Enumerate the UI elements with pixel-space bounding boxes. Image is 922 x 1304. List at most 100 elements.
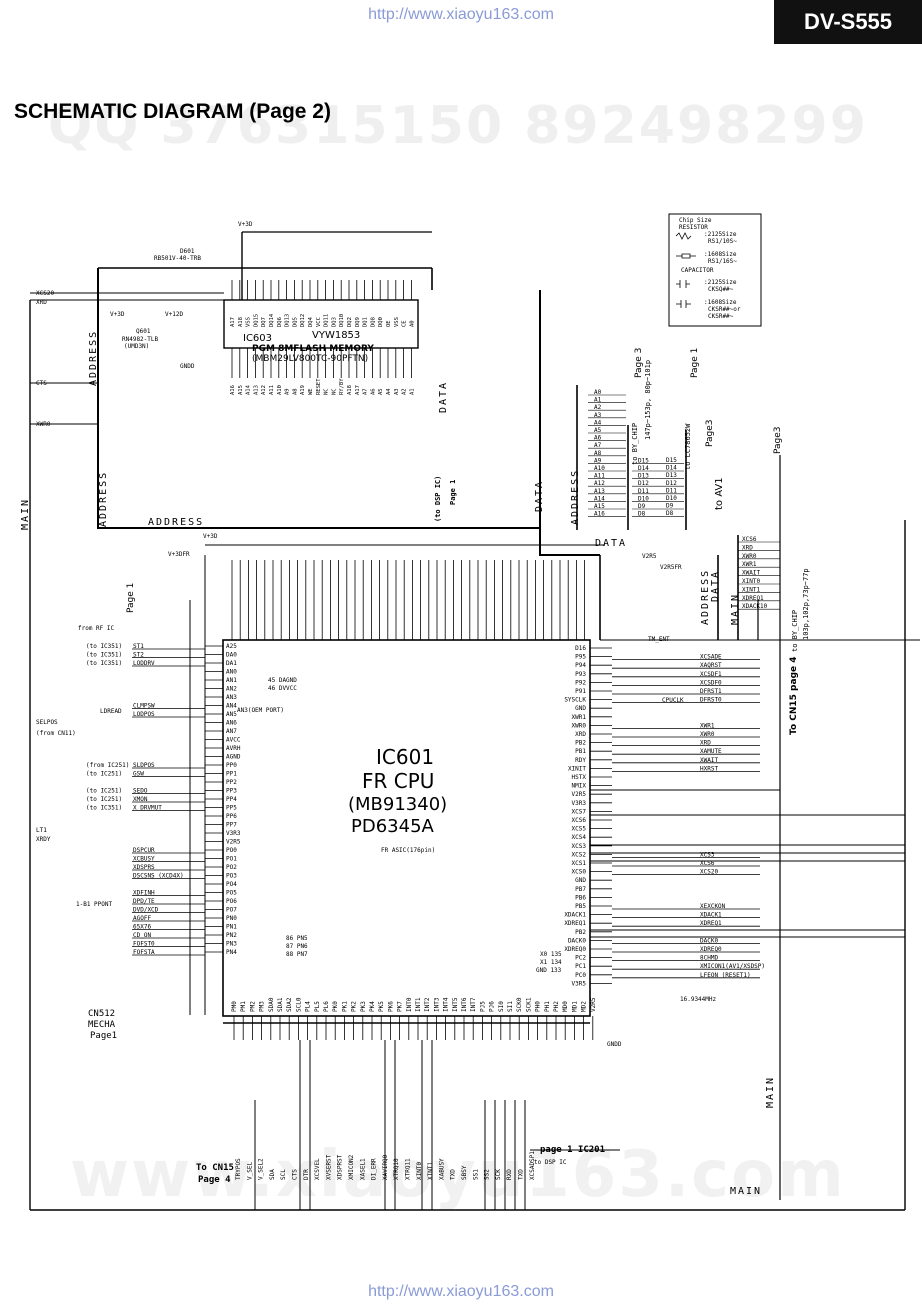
ic603-bottom-pin-name: A7: [363, 388, 369, 395]
ic603-top-pin-name: DQ11: [324, 314, 330, 327]
address-map-entry: A7: [594, 442, 602, 449]
ic601-bottom-pin-name: MD2: [581, 1001, 588, 1012]
ic603-bottom-pin-name: A6: [370, 388, 376, 395]
ic601-right-signal: XWAIT: [700, 757, 718, 764]
ic601-part: PD6345A: [351, 816, 435, 837]
ic601-bottom-pin-name: PL6: [323, 1001, 330, 1012]
bottom-signal-label: SCK: [495, 1169, 502, 1180]
ic601-right-signal: LFEON (RESET1): [700, 972, 751, 979]
data-map-entry: D13: [638, 473, 649, 480]
legend-c2c: CKSR##~: [708, 313, 734, 320]
ic601-bottom-pin-name: SDA2: [286, 997, 293, 1012]
ic603-top-pin-name: DQ2: [347, 317, 353, 327]
ic601-left-pin-name: AN7: [226, 728, 237, 735]
ic601-left-source: (to IC251): [86, 788, 122, 795]
ic601-left-source: (to IC351): [86, 643, 122, 650]
ic603-body: [223, 299, 419, 349]
ic601-left-signal: XMON: [133, 796, 148, 803]
ic601-right-signal: XRD: [700, 740, 711, 747]
ic601-right-signal: XMICON1(AV1/XSDSP): [700, 963, 765, 970]
ic601-right-signal: XEXCKON: [700, 903, 726, 910]
ic603-top-pin-name: VCC: [316, 317, 322, 327]
ic601-left-signal: XCBUSY: [133, 856, 155, 863]
right-bus-label: XWR0: [742, 553, 757, 560]
label-q601-part: RN4982-TLB: [122, 336, 159, 343]
ic601-left-pin-name: A25: [226, 643, 237, 650]
ic601-left-source: (to IC251): [86, 771, 122, 778]
ic601-bottom-pin-name: PK0: [332, 1001, 339, 1012]
label-ppont: 1-B1 PPONT: [76, 901, 113, 908]
ic601-right-signal: XDREQ0: [700, 946, 722, 953]
bottom-signal-label: XTRQ11: [405, 1158, 412, 1180]
ic601-bottom-pin-name: INT1: [415, 997, 422, 1012]
ic601-left-pin-name: AN1: [226, 677, 237, 684]
ic601-desc: FR ASIC(176pin): [381, 847, 435, 854]
label-page1-ic201: page 1 IC201: [540, 1145, 605, 1155]
ic601-model: (MB91340): [348, 794, 447, 815]
source-url-bottom: http://www.xiaoyu163.com: [368, 1283, 554, 1300]
label-address-left-2: ADDRESS: [98, 471, 109, 527]
label-data-mid: DATA: [534, 480, 545, 512]
ic601-pn7: 88 PN7: [286, 951, 308, 958]
ic601-right-pin-name: XDREQ0: [564, 946, 586, 953]
ic601-bottom-pin-name: SCK0: [516, 997, 523, 1012]
label-v3d-2: V+3D: [110, 311, 125, 318]
legend-r1b: RS1/10S~: [708, 238, 737, 245]
ic603-bottom-pin-name: A8: [292, 388, 298, 395]
ic601-right-pin-name: PC1: [575, 963, 586, 970]
ic601-right-pin-name: DACK0: [568, 937, 586, 944]
address-map-entry: A10: [594, 465, 605, 472]
ic601-right-signal: XDREQ1: [700, 920, 722, 927]
ic601-bottom-pin-name: PJ5: [479, 1001, 486, 1012]
ic603-top-pin-name: DQ14: [269, 313, 275, 327]
ic601-right-signal: DFRST1: [700, 688, 722, 695]
ic601-bottom-pins: [233, 1016, 594, 1040]
ic601-bottom-pin-name: PL5: [314, 1001, 321, 1012]
legend-capacitor-icon: [676, 280, 690, 288]
bottom-signal-label: SDA: [269, 1169, 276, 1180]
ic601-gnd133: GND 133: [536, 967, 562, 974]
legend-capacitor: CAPACITOR: [681, 267, 714, 274]
ic601-bottom-pin-name: INT5: [452, 997, 459, 1012]
ic601-bottom-pin-name: PM2: [249, 1001, 256, 1012]
ic601-bottom-pin-name: SDA0: [268, 997, 275, 1012]
ic601-bottom-pin-name: SI1: [507, 1001, 514, 1012]
label-cn512-page: Page1: [90, 1031, 117, 1041]
ic601-body: [222, 639, 591, 1017]
ic603-top-pin-name: DQ6: [277, 317, 283, 327]
bottom-signal-label: XINT0: [416, 1162, 423, 1180]
label-data-bus: DATA: [595, 538, 627, 549]
ic601-bottom-pin-name: PK7: [397, 1001, 404, 1012]
ic603-bottom-pin-name: NC: [331, 388, 337, 395]
ic601-left-pin-name: AN6: [226, 720, 237, 727]
bottom-signal-label: SS2: [484, 1169, 491, 1180]
right-bus-label: XDREQ1: [742, 595, 764, 602]
ic603-top-pin-name: DQ5: [292, 317, 298, 327]
ic601-right-pin-name: XCS0: [572, 869, 587, 876]
ic601-right-pin-name: V3R5: [572, 980, 587, 987]
bottom-signal-label: XABUSY: [438, 1158, 445, 1180]
ic601-bottom-pin-name: INT7: [470, 997, 477, 1012]
label-to-dsp-ic2: to DSP IC: [534, 1159, 567, 1166]
legend-symbols: [675, 232, 696, 308]
chip-size-legend-box: [668, 213, 762, 327]
ic603-top-pin-name: DQ12: [300, 314, 306, 327]
ic601-left-pin-name: PN4: [226, 949, 237, 956]
right-bus-label: XINT0: [742, 578, 760, 585]
data-map-right-entry: D9: [666, 503, 674, 510]
bottom-signal-label: SS1: [472, 1169, 479, 1180]
ic601-right-pin-name: D16: [575, 645, 586, 652]
ic601-bottom-pin-name: PH0: [535, 1001, 542, 1012]
bottom-signal-label: XTRQ10: [393, 1158, 400, 1180]
ic601-bottom-pin-name: PL4: [305, 1001, 312, 1012]
bottom-signal-label: XINT1: [427, 1162, 434, 1180]
ic601-left-signal: AGOFF: [133, 915, 151, 922]
source-url-top: http://www.xiaoyu163.com: [368, 6, 554, 23]
ic601-x0: X0 135: [540, 951, 562, 958]
ic601-bottom-pin-name: SI0: [498, 1001, 505, 1012]
data-map-right-entry: D8: [666, 510, 674, 517]
ic601-left-signal: DPD/TE: [133, 898, 155, 905]
address-map-entry: A14: [594, 495, 605, 502]
ic603-bottom-pin-name: A14: [246, 384, 252, 395]
label-to-lc: to LC78652W: [684, 423, 692, 470]
